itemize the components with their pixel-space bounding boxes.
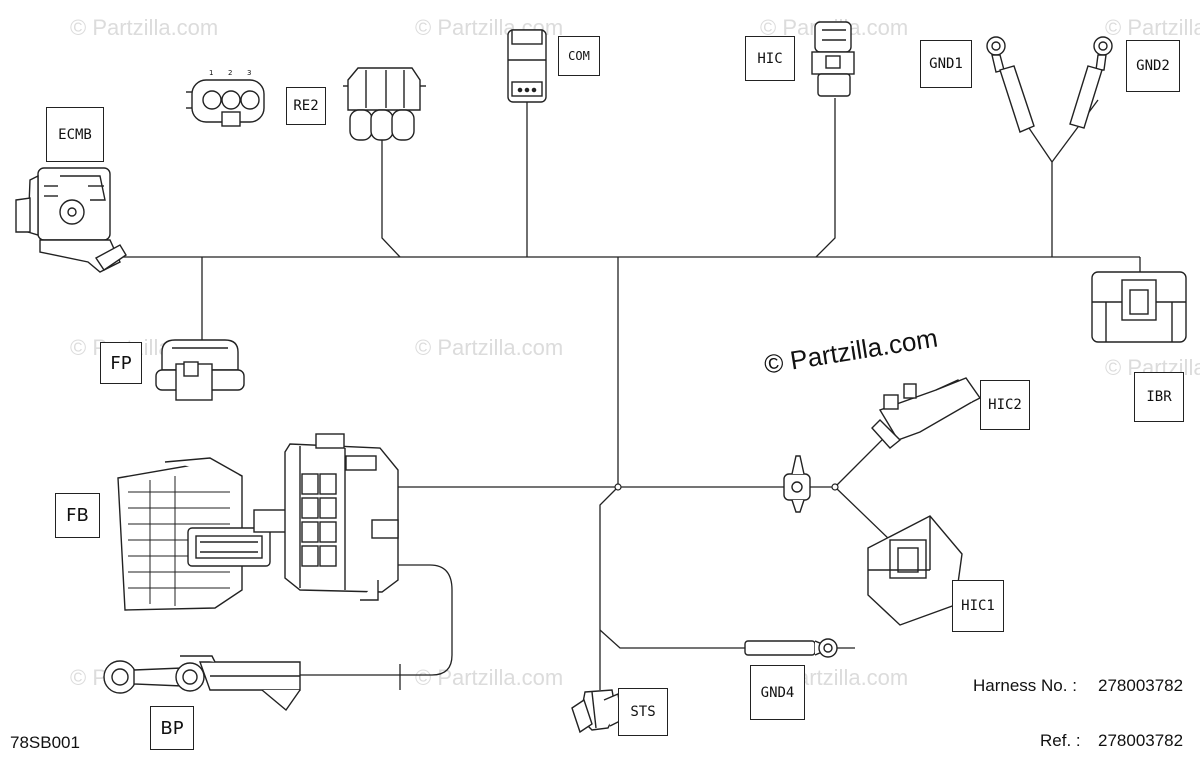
- hic2-connector: [871, 377, 982, 449]
- harness-number-value: 278003782: [1098, 676, 1184, 695]
- re2-branch-wire: [381, 140, 401, 258]
- hic-branch-wire: [815, 98, 836, 258]
- hic2-label: HIC2: [980, 380, 1030, 430]
- re2-label: RE2: [286, 87, 326, 125]
- fb-label: FB: [55, 493, 100, 538]
- pin-label: 1: [209, 69, 214, 77]
- re2-plug: [186, 79, 265, 127]
- gnd1-label: GND1: [920, 40, 972, 88]
- fb-fuse-box: [117, 433, 399, 611]
- gnd2-label: GND2: [1126, 40, 1180, 92]
- ecmb-connector: [15, 167, 127, 273]
- ibr-label: IBR: [1134, 372, 1184, 422]
- watermark: © Partzilla.com: [415, 335, 564, 360]
- pin-label: 2: [228, 69, 233, 77]
- gnd-branch-wire: [1051, 99, 1099, 163]
- ref-label: Ref. :: [1040, 731, 1081, 750]
- fp-label: FP: [100, 342, 142, 384]
- lower-wire: [599, 486, 619, 690]
- gnd4-terminal: [744, 638, 838, 658]
- gnd1-ring-terminal: [986, 36, 1035, 133]
- com-connector: [507, 29, 547, 103]
- watermark: © Partzilla.com: [1105, 15, 1200, 40]
- ref-value: 278003782: [1098, 731, 1184, 750]
- ecmb-label: ECMB: [46, 107, 104, 162]
- sts-label: STS: [618, 688, 668, 736]
- gnd4-wire: [599, 629, 745, 649]
- watermark: © Partzilla.com: [415, 665, 564, 690]
- splice-dot: [831, 483, 839, 491]
- hic2-wire: [834, 431, 891, 488]
- hic1-connector: [867, 515, 963, 626]
- hic1-label: HIC1: [952, 580, 1004, 632]
- hic-connector: [811, 21, 855, 97]
- gnd2-ring-terminal: [1069, 36, 1113, 129]
- bp-battery-cable: [103, 655, 301, 712]
- hic1-wire: [834, 486, 891, 541]
- hic-label: HIC: [745, 36, 795, 81]
- gnd4-label: GND4: [750, 665, 805, 720]
- sts-sensor: [571, 689, 623, 734]
- splice-clip: [783, 455, 811, 513]
- watermark: © Partzilla.com: [70, 15, 219, 40]
- re2-connector: [343, 67, 426, 141]
- bp-label: BP: [150, 706, 194, 750]
- pin-label: 3: [247, 69, 252, 77]
- harness-number-label: Harness No. :: [973, 676, 1077, 695]
- fp-connector: [155, 339, 245, 401]
- com-label: COM: [558, 36, 600, 76]
- splice-dot: [614, 483, 622, 491]
- bp-wire: [378, 564, 453, 676]
- ibr-connector: [1091, 271, 1187, 343]
- diagram-code: 78SB001: [10, 733, 80, 752]
